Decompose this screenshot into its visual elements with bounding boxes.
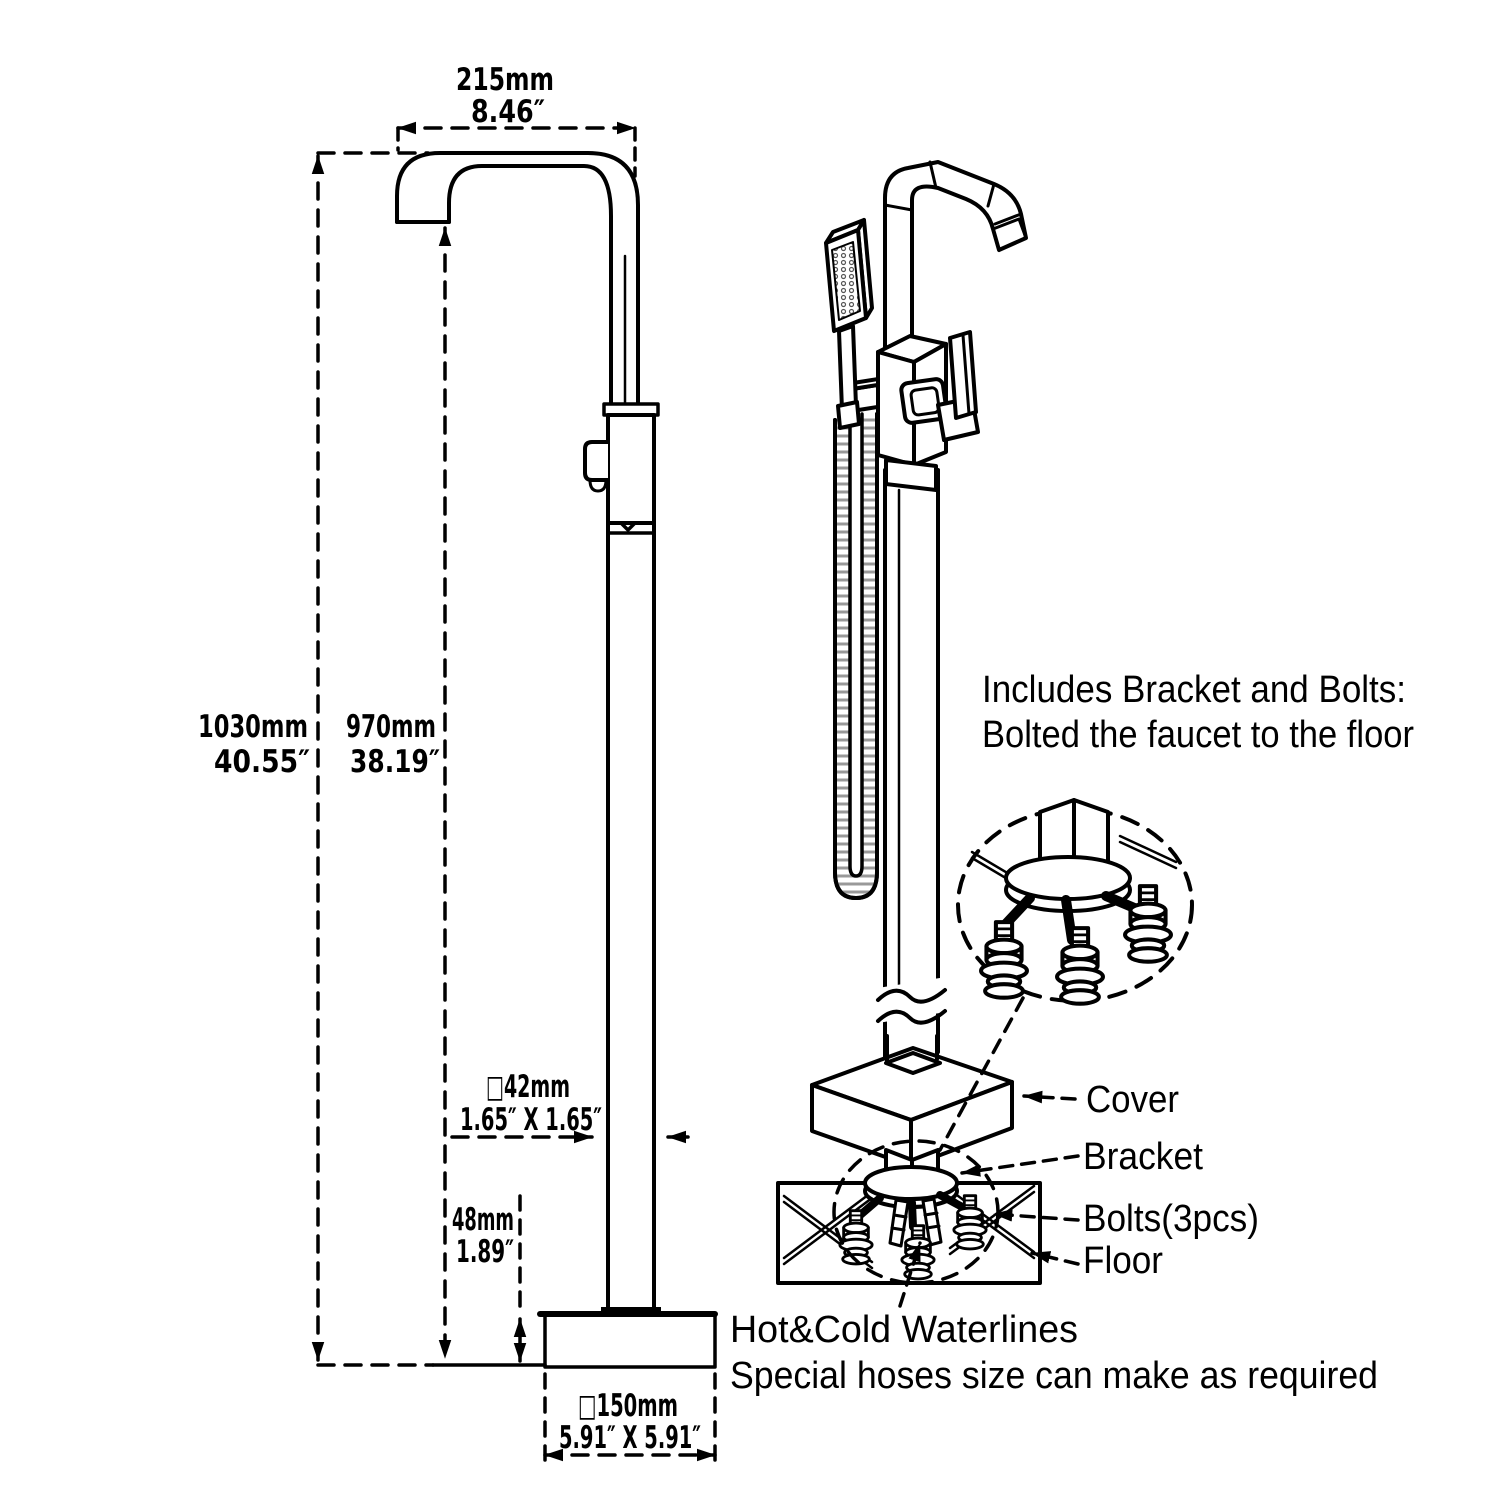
- spout-outer-curve: [395, 151, 640, 406]
- pipe-break-upper: [876, 988, 947, 1004]
- diverter-knob-foot: [588, 478, 608, 493]
- shower-wand: [837, 324, 858, 412]
- waterlines-leader: [898, 1241, 922, 1308]
- floor-leader: [1030, 1251, 1080, 1266]
- callout-bracket: Bracket: [1083, 1136, 1203, 1178]
- dim-overall-height-metric: 1030mm: [198, 709, 308, 745]
- waterlines-line2: Special hoses size can make as required: [730, 1355, 1378, 1397]
- bolts-leader: [992, 1208, 1080, 1222]
- iso-lever-handle: [936, 330, 980, 442]
- base-block: [543, 1312, 717, 1369]
- dimension-lines: [311, 121, 717, 1466]
- left-view-dimension-labels: 215mm 8.46″ 1030mm 40.55″ 970mm 38.19″ □…: [198, 62, 701, 1456]
- dim-spout-height-metric: 970mm: [346, 709, 436, 745]
- hand-shower: [824, 218, 874, 430]
- left-view-drawing: [311, 121, 718, 1466]
- diverter-knob-front: [583, 440, 610, 482]
- iso-diverter-knob: [899, 377, 949, 425]
- note-line1: Includes Bracket and Bolts:: [982, 669, 1406, 711]
- callout-bolts: Bolts(3pcs): [1083, 1198, 1259, 1240]
- waterline-stubs: [888, 1197, 943, 1248]
- iso-spout: [883, 160, 1028, 354]
- main-column: [876, 468, 947, 1060]
- pipe-break-lower: [876, 1009, 947, 1025]
- callout-floor: Floor: [1083, 1240, 1163, 1282]
- detail-circle: [938, 798, 1194, 1152]
- dim-base-section-imperial: 5.91″ X 5.91″: [559, 1420, 701, 1456]
- column-joint-notch: [606, 521, 656, 532]
- valve-body: [606, 413, 656, 525]
- dim-base-height-metric: 48mm: [452, 1202, 514, 1238]
- floor-cover: [810, 1034, 1014, 1168]
- callout-cover: Cover: [1086, 1079, 1179, 1121]
- bracket-leader: [960, 1154, 1080, 1177]
- cover-leader: [1022, 1090, 1077, 1104]
- right-view-drawing: [776, 160, 1194, 1308]
- dim-spout-height-imperial: 38.19″: [350, 744, 440, 780]
- spout-inner-curve: [447, 164, 613, 406]
- note-line2: Bolted the faucet to the floor: [982, 714, 1414, 756]
- right-view-labels: Includes Bracket and Bolts: Bolted the f…: [730, 669, 1414, 1397]
- dim-spout-reach-imperial: 8.46″: [471, 94, 545, 130]
- dim-base-section-metric: □150mm: [578, 1388, 678, 1424]
- mounting-assembly: [832, 1139, 1000, 1285]
- callout-leaders: [898, 1090, 1080, 1308]
- dim-overall-height-imperial: 40.55″: [214, 744, 310, 780]
- dim-column-section-metric: □42mm: [486, 1069, 570, 1105]
- shower-hose: [833, 412, 879, 900]
- dim-column-section-imperial: 1.65″ X 1.65″: [460, 1102, 602, 1138]
- wand-nut: [836, 400, 861, 430]
- dim-spout-reach-metric: 215mm: [456, 62, 554, 98]
- spray-face: [831, 241, 861, 321]
- faucet-front-outline: [395, 151, 718, 1369]
- waterlines-line1: Hot&Cold Waterlines: [730, 1309, 1078, 1351]
- cover-collar: [884, 1051, 942, 1075]
- dim-base-height-imperial: 1.89″: [456, 1234, 514, 1270]
